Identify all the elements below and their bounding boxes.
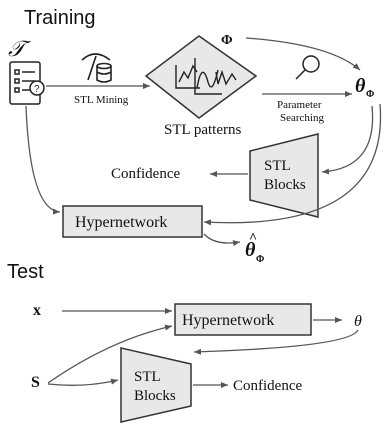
stl-patterns-diamond <box>144 35 258 119</box>
arrow-dataset-to-hypernetwork <box>25 105 61 215</box>
stl-blocks-test-line2: Blocks <box>134 388 176 404</box>
mining-icon <box>81 53 112 83</box>
svg-text:θ: θ <box>355 75 366 97</box>
stl-blocks-test-line1: STL <box>134 369 161 385</box>
stl-blocks-test <box>120 347 192 423</box>
svg-text:?: ? <box>34 84 40 95</box>
hypernetwork-test-box <box>174 303 312 336</box>
stl-mining-label: STL Mining <box>74 94 129 106</box>
svg-text:Φ: Φ <box>366 89 374 100</box>
stl-blocks-training-line1: STL <box>264 158 291 174</box>
parameter-searching-line1: Parameter <box>277 99 322 111</box>
x-label: x <box>33 302 41 319</box>
arrow-theta-to-stl-blocks <box>321 105 374 175</box>
s-label: S <box>31 374 40 391</box>
hypernetwork-training-box <box>62 205 203 238</box>
arrow-s-to-stl-blocks <box>47 378 119 386</box>
arrow-hypernetwork-to-theta-hat <box>203 233 241 247</box>
arrow-phi-to-theta <box>245 37 361 71</box>
arrow-theta-to-stl-blocks-test <box>193 329 359 355</box>
confidence-test-label: Confidence <box>233 378 302 394</box>
stl-blocks-training-line2: Blocks <box>264 177 306 193</box>
parameter-searching-line2: Searching <box>280 112 324 124</box>
confidence-training-label: Confidence <box>111 166 180 182</box>
test-section-label: Test <box>7 261 44 283</box>
arrow-s-to-hypernetwork <box>47 324 173 384</box>
svg-text:^: ^ <box>249 231 257 246</box>
phi-label: Φ <box>221 33 233 48</box>
magnifier-icon <box>295 55 320 80</box>
theta-test-label: θ <box>354 313 362 330</box>
theta-phi-label: θ Φ <box>355 75 374 100</box>
stl-patterns-label: STL patterns <box>164 122 242 138</box>
svg-text:θ: θ <box>245 239 256 261</box>
arrow-theta-to-hypernetwork <box>203 103 382 226</box>
theta-hat-label: ^ θ Φ <box>245 231 264 265</box>
training-section-label: Training <box>24 7 96 29</box>
dataset-symbol: 𝒯 <box>8 36 32 61</box>
hypernetwork-training-label: Hypernetwork <box>75 214 167 231</box>
document-icon: ? <box>9 61 45 105</box>
hypernetwork-test-label: Hypernetwork <box>182 312 274 329</box>
svg-text:Φ: Φ <box>256 254 264 265</box>
stl-blocks-training <box>249 133 319 218</box>
